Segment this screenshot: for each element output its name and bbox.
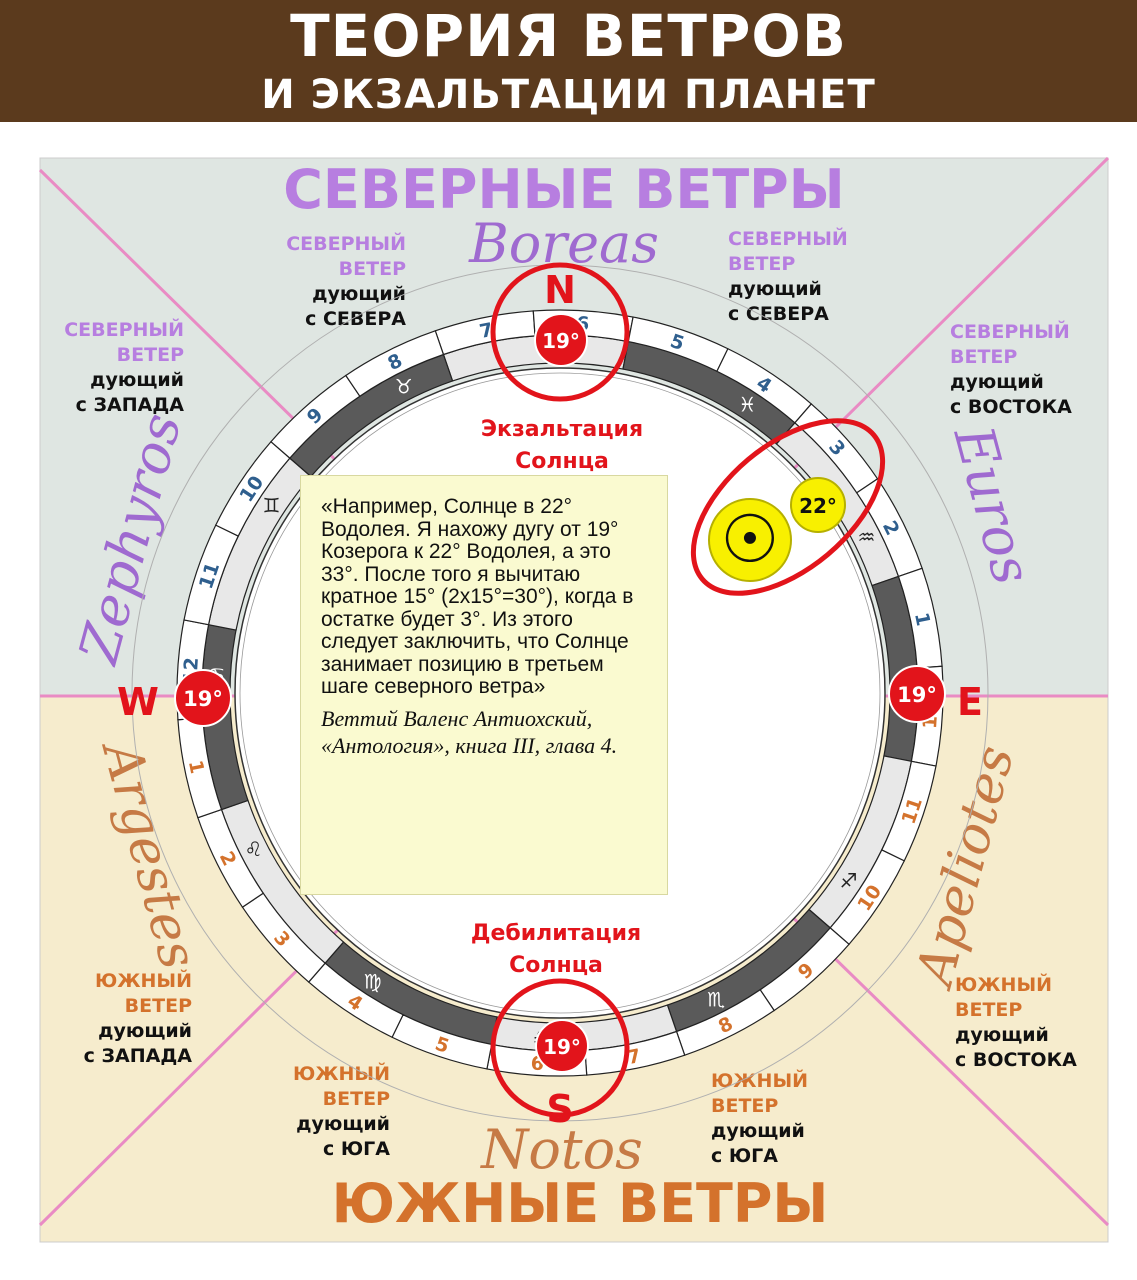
svg-text:дующий: дующий <box>711 1120 805 1142</box>
label-north-from-north-left: СЕВЕРНЫЙ ВЕТЕР дующий с СЕВЕРА <box>286 232 406 330</box>
south-step-number: 7 <box>625 1045 642 1069</box>
label-north-from-east: СЕВЕРНЫЙ ВЕТЕР дующий с ВОСТОКА <box>950 320 1072 418</box>
inner-guide-circle <box>239 372 881 1014</box>
south-winds-title: ЮЖНЫЕ ВЕТРЫ <box>332 1172 829 1235</box>
svg-text:19°: 19° <box>897 683 937 707</box>
svg-text:ВЕТЕР: ВЕТЕР <box>125 995 192 1017</box>
label-south-from-east: ЮЖНЫЙ ВЕТЕР дующий с ВОСТОКА <box>955 973 1077 1071</box>
label-south-from-south-left: ЮЖНЫЙ ВЕТЕР дующий с ЮГА <box>293 1062 390 1160</box>
svg-text:с ВОСТОКА: с ВОСТОКА <box>950 396 1072 418</box>
south-step-number: 5 <box>432 1033 452 1058</box>
svg-text:СЕВЕРНЫЙ: СЕВЕРНЫЙ <box>728 227 848 250</box>
svg-text:СЕВЕРНЫЙ: СЕВЕРНЫЙ <box>950 320 1070 343</box>
svg-text:дующий: дующий <box>296 1113 390 1135</box>
svg-text:с ВОСТОКА: с ВОСТОКА <box>955 1049 1077 1071</box>
svg-text:с ЗАПАДА: с ЗАПАДА <box>76 394 185 416</box>
zodiac-glyph-aquarius-icon: ♒ <box>858 525 876 549</box>
north-step-number: 5 <box>667 330 687 355</box>
sun-marker: ☉ <box>708 498 792 582</box>
page-subtitle: И ЭКЗАЛЬТАЦИИ ПЛАНЕТ <box>261 72 876 118</box>
svg-text:22°: 22° <box>799 494 837 518</box>
north-step-number: 7 <box>478 319 495 343</box>
degree-marker-south: 19° <box>535 1019 589 1073</box>
svg-text:ВЕТЕР: ВЕТЕР <box>728 253 795 275</box>
quote-box: «Например, Солнце в 22° Водолея. Я нахож… <box>300 475 668 895</box>
exaltation-label-line1: Экзальтация <box>481 417 643 442</box>
exaltation-label-line2: Солнца <box>515 449 609 474</box>
svg-text:ВЕТЕР: ВЕТЕР <box>950 346 1017 368</box>
degree-marker-north: 19° <box>534 313 588 367</box>
svg-text:ЮЖНЫЙ: ЮЖНЫЙ <box>95 969 192 992</box>
south-step-number: 1 <box>184 758 208 775</box>
label-north-from-north-right: СЕВЕРНЫЙ ВЕТЕР дующий с СЕВЕРА <box>728 227 848 325</box>
zodiac-glyph-leo-icon: ♌ <box>245 837 263 861</box>
quote-attribution: Веттий Валенс Антиохский, «Антология», к… <box>321 705 618 758</box>
south-marker-ring <box>490 978 630 1118</box>
svg-text:с ЗАПАДА: с ЗАПАДА <box>84 1045 193 1067</box>
label-south-from-south-right: ЮЖНЫЙ ВЕТЕР дующий с ЮГА <box>711 1069 808 1167</box>
degree-marker-east: 19° <box>888 665 946 723</box>
compass-south: S <box>546 1087 573 1131</box>
svg-text:ВЕТЕР: ВЕТЕР <box>117 344 184 366</box>
zodiac-glyph-gemini-icon: ♊ <box>263 494 281 518</box>
compass-west: W <box>117 680 159 724</box>
north-marker-ring <box>490 262 630 402</box>
north-winds-title: СЕВЕРНЫЕ ВЕТРЫ <box>283 158 844 221</box>
svg-text:ВЕТЕР: ВЕТЕР <box>955 999 1022 1021</box>
svg-text:ВЕТЕР: ВЕТЕР <box>339 258 406 280</box>
sun-position-ellipse <box>690 418 886 596</box>
wind-name-notos: Notos <box>479 1118 643 1181</box>
svg-text:ЮЖНЫЙ: ЮЖНЫЙ <box>955 973 1052 996</box>
label-north-from-west: СЕВЕРНЫЙ ВЕТЕР дующий с ЗАПАДА <box>64 318 184 416</box>
diagram-frame <box>39 157 1109 1243</box>
svg-text:с ЮГА: с ЮГА <box>323 1138 390 1160</box>
svg-text:19°: 19° <box>542 329 580 353</box>
compass-east: E <box>957 680 983 724</box>
svg-text:дующий: дующий <box>950 371 1044 393</box>
svg-text:СЕВЕРНЫЙ: СЕВЕРНЫЙ <box>64 318 184 341</box>
svg-text:19°: 19° <box>183 687 223 711</box>
svg-text:с ЮГА: с ЮГА <box>711 1145 778 1167</box>
svg-text:ЮЖНЫЙ: ЮЖНЫЙ <box>293 1062 390 1085</box>
quote-text: «Например, Солнце в 22° Водолея. Я нахож… <box>321 495 634 698</box>
svg-text:ВЕТЕР: ВЕТЕР <box>711 1095 778 1117</box>
svg-text:дующий: дующий <box>90 369 184 391</box>
debilitation-label-line1: Дебилитация <box>471 921 641 946</box>
svg-text:СЕВЕРНЫЙ: СЕВЕРНЫЙ <box>286 232 406 255</box>
zodiac-glyph-sagittarius-icon: ♐ <box>840 868 858 892</box>
header-banner: ТЕОРИЯ ВЕТРОВ И ЭКЗАЛЬТАЦИИ ПЛАНЕТ <box>0 0 1137 122</box>
zodiac-glyph-virgo-icon: ♍ <box>364 970 382 994</box>
svg-text:дующий: дующий <box>955 1024 1049 1046</box>
label-south-from-west: ЮЖНЫЙ ВЕТЕР дующий с ЗАПАДА <box>84 969 193 1067</box>
svg-text:19°: 19° <box>543 1035 581 1059</box>
svg-text:дующий: дующий <box>312 283 406 305</box>
svg-text:дующий: дующий <box>98 1020 192 1042</box>
debilitation-label-line2: Солнца <box>509 953 603 978</box>
svg-text:с СЕВЕРА: с СЕВЕРА <box>305 308 406 330</box>
svg-text:с СЕВЕРА: с СЕВЕРА <box>728 303 829 325</box>
compass-north: N <box>544 268 576 312</box>
page-title: ТЕОРИЯ ВЕТРОВ <box>290 2 847 70</box>
sun-degree-badge: 22° <box>790 477 846 533</box>
degree-marker-west: 19° <box>174 669 232 727</box>
zodiac-glyph-pisces-icon: ♓ <box>738 392 756 416</box>
zodiac-glyph-scorpio-icon: ♏ <box>707 988 725 1012</box>
svg-text:ЮЖНЫЙ: ЮЖНЫЙ <box>711 1069 808 1092</box>
zodiac-glyph-taurus-icon: ♉ <box>395 374 413 398</box>
svg-text:дующий: дующий <box>728 278 822 300</box>
wind-step-cell <box>344 330 445 398</box>
sun-symbol-icon: ☉ <box>720 501 779 578</box>
north-step-number: 1 <box>910 611 934 628</box>
svg-text:ВЕТЕР: ВЕТЕР <box>323 1088 390 1110</box>
